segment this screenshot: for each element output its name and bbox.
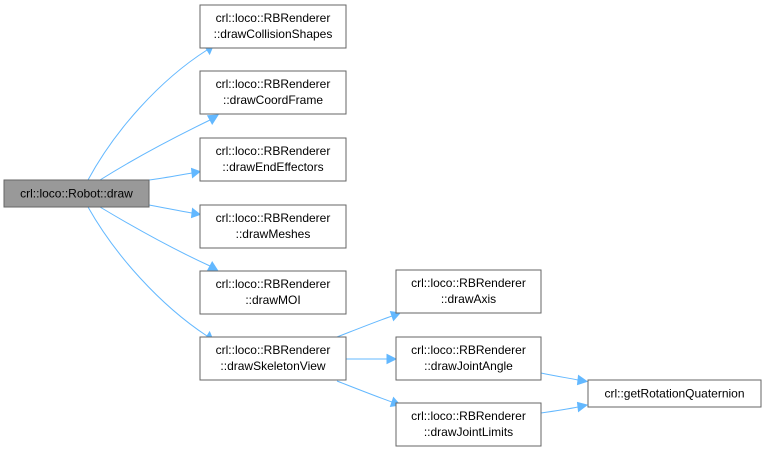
edge-drawJointLimits-to-getRotationQuaternion [540,401,589,414]
node-drawMeshes[interactable]: crl::loco::RBRenderer ::drawMeshes [199,204,347,249]
node-drawCollisionShapes[interactable]: crl::loco::RBRenderer ::drawCollisionSha… [199,4,347,49]
edge-drawSkeletonView-to-drawJointLimits [336,380,401,408]
node-drawAxis[interactable]: crl::loco::RBRenderer ::drawAxis [395,269,542,314]
edge-drawSkeletonView-to-drawJointAngle [346,353,398,365]
node-label: crl::loco::Robot::draw [20,187,133,201]
node-robot-draw[interactable]: crl::loco::Robot::draw [3,179,150,208]
node-label-line1: crl::loco::RBRenderer [216,77,331,91]
edge-draw-to-drawEndEffectors [148,167,202,181]
node-label-line2: ::drawMeshes [236,227,311,241]
node-label-line1: crl::loco::RBRenderer [216,277,331,291]
edge-drawSkeletonView-to-drawAxis [336,310,401,338]
node-drawCoordFrame[interactable]: crl::loco::RBRenderer ::drawCoordFrame [199,70,347,115]
edge-draw-to-drawCoordFrame [99,114,219,181]
node-label-line2: ::drawSkeletonView [220,359,326,373]
node-drawJointAngle[interactable]: crl::loco::RBRenderer ::drawJointAngle [395,336,542,381]
edge-draw-to-drawMeshes [148,204,202,219]
node-label-line1: crl::loco::RBRenderer [216,211,331,225]
node-label-line2: ::drawJointAngle [424,359,513,373]
node-label: crl::getRotationQuaternion [604,387,744,401]
node-label-line2: ::drawJointLimits [424,425,513,439]
edge-drawJointAngle-to-getRotationQuaternion [540,372,589,386]
node-label-line2: ::drawAxis [441,292,496,306]
node-drawSkeletonView[interactable]: crl::loco::RBRenderer ::drawSkeletonView [199,336,347,381]
node-label-line1: crl::loco::RBRenderer [216,144,331,158]
node-label-line1: crl::loco::RBRenderer [411,343,526,357]
node-label-line2: ::drawMOI [245,293,300,307]
node-drawJointLimits[interactable]: crl::loco::RBRenderer ::drawJointLimits [395,402,542,447]
edge-draw-to-drawCollisionShapes [87,45,214,181]
node-label-line2: ::drawCollisionShapes [214,27,333,41]
node-label-line2: ::drawEndEffectors [222,160,323,174]
node-label-line1: crl::loco::RBRenderer [216,343,331,357]
node-drawEndEffectors[interactable]: crl::loco::RBRenderer ::drawEndEffectors [199,137,347,182]
node-label-line1: crl::loco::RBRenderer [411,276,526,290]
node-getRotationQuaternion[interactable]: crl::getRotationQuaternion [587,379,762,408]
node-label-line2: ::drawCoordFrame [223,93,323,107]
node-label-line1: crl::loco::RBRenderer [216,11,331,25]
edge-draw-to-drawSkeletonView [87,206,214,341]
node-drawMOI[interactable]: crl::loco::RBRenderer ::drawMOI [199,270,347,315]
node-label-line1: crl::loco::RBRenderer [411,409,526,423]
